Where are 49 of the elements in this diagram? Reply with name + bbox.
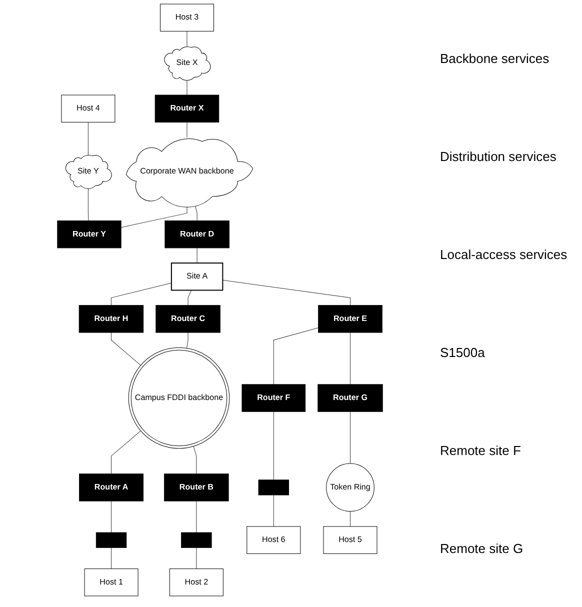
node-box: Site A	[170, 262, 224, 291]
connector	[186, 122, 188, 138]
node-circle: Campus FDDI backbone	[128, 347, 230, 449]
connector	[111, 500, 112, 533]
connector	[196, 500, 197, 533]
annotation-text: S1500a	[440, 344, 486, 360]
node-box: Router B	[164, 474, 229, 502]
connector	[111, 430, 141, 474]
node-box: Router G	[318, 384, 383, 412]
node-box: Router C	[156, 305, 220, 333]
annotation-text: Local-access services	[440, 247, 568, 262]
connector	[186, 332, 188, 348]
node-box: Host 2	[169, 568, 224, 596]
node-box: Router A	[79, 474, 144, 502]
connector	[186, 80, 188, 96]
connector	[193, 446, 197, 474]
connector	[88, 188, 89, 221]
connector	[222, 280, 350, 306]
node-box: Host 5	[323, 526, 378, 554]
connector	[196, 248, 198, 264]
node-box: Router Y	[57, 220, 122, 248]
node-box: Host 4	[61, 94, 116, 122]
connector	[120, 205, 188, 228]
connector	[194, 205, 198, 221]
node-box: Router X	[154, 94, 220, 122]
node-box: Host 1	[84, 568, 138, 596]
connector	[186, 30, 188, 47]
connector	[196, 547, 197, 570]
connector	[188, 290, 192, 306]
connector	[273, 411, 274, 480]
node-bar	[181, 532, 212, 548]
connector	[273, 494, 274, 527]
connector	[273, 327, 319, 385]
node-box: Router H	[78, 305, 144, 333]
annotation-text: Remote site F	[440, 442, 522, 458]
node-box: Router F	[242, 384, 306, 412]
node-circle: Token Ring	[326, 463, 374, 512]
node-box: Router E	[318, 305, 382, 333]
annotation-text: Backbone services	[440, 51, 550, 66]
connector	[111, 547, 112, 570]
node-box: Host 6	[246, 526, 301, 554]
annotation-text: Distribution services	[440, 149, 558, 164]
connector	[110, 332, 141, 366]
annotation-text: Remote site G	[440, 540, 524, 556]
node-bar	[96, 532, 127, 548]
connector	[110, 282, 172, 306]
node-box: Host 3	[160, 4, 214, 32]
node-box: Router D	[164, 220, 230, 248]
node-bar	[258, 480, 289, 496]
